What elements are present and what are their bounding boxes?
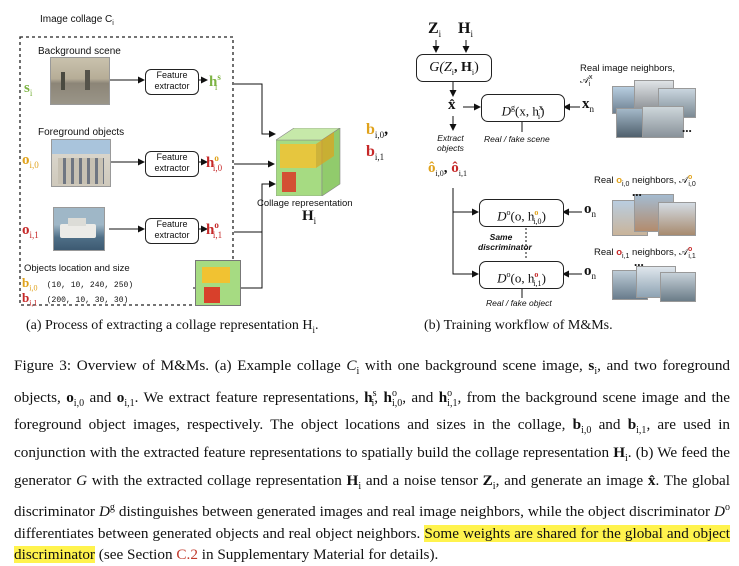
ohat-symbols: ôi,0, ôi,1 [428,160,467,178]
figure-caption: Figure 3: Overview of M&Ms. (a) Example … [14,357,731,564]
o1-symbol: oi,1 [22,222,39,240]
o0-symbol: oi,0 [22,152,39,170]
real-image-neighbors-stack: ... [612,80,698,140]
image-neighbors-dots: ... [682,120,692,135]
h-input-symbol: Hi [458,20,473,40]
object-discriminator-box-1: Do(o, hoi,1) [479,261,564,289]
real-o1-neighbors-stack: ... [612,254,698,304]
xhat-symbol: x̂ [448,97,456,113]
caption-b: (b) Training workflow of M&Ms. [424,318,613,333]
s-symbol: si [24,80,33,98]
global-discriminator-box: Dg(x, hxi) [481,94,565,122]
caption-a: (a) Process of extracting a collage repr… [26,318,319,335]
b0-right-symbol: bi,0, [366,121,389,141]
collage-representation-cube [275,127,356,197]
on-symbol-1: on [584,263,596,281]
xn-symbol: xn [582,96,594,114]
real-o0-neighbors-stack: ... [612,184,698,238]
h1-symbol: hoi,1 [206,220,223,240]
h0-symbol: hoi,0 [206,153,223,173]
o0-neighbors-dots: ... [632,184,642,199]
location-map [195,260,241,306]
real-fake-scene-label: Real / fake scene [484,134,550,144]
real-fake-object-label: Real / fake object [486,298,552,308]
objects-location-label: Objects location and size [24,263,130,274]
background-scene-image [50,57,110,105]
foreground-label: Foreground objects [38,127,125,138]
collage-rep-symbol: Hi [302,208,317,226]
hs-symbol: hsi [209,72,221,92]
generator-box: G(Zi, Hi) [416,54,492,82]
section-ref-link[interactable]: C.2 [176,546,198,564]
real-o0-neighbors-label: Real oi,0 neighbors, 𝒜oi,0 [594,174,696,189]
b1-right-symbol: bi,1 [366,143,385,163]
collage-title: Image collage Ci [40,14,114,27]
real-image-neighbors-label: Real image neighbors, 𝒜xi [580,63,676,89]
foreground-object-1-image [53,207,105,251]
o1-neighbors-dots: ... [634,254,644,269]
real-o1-neighbors-label: Real oi,1 neighbors, 𝒜oi,1 [594,246,696,261]
object-discriminator-box-0: Do(o, hoi,0) [479,199,564,227]
b1-row: bi,1 (200, 10, 30, 30) [22,290,129,308]
background-label: Background scene [38,46,121,57]
diagram-connectors [19,36,582,306]
foreground-object-0-image [51,139,111,187]
on-symbol-0: on [584,201,596,219]
b0-row: bi,0 (10, 10, 240, 250) [22,275,134,293]
z-input-symbol: Zi [428,20,442,40]
collage-rep-label: Collage representation [257,198,353,209]
